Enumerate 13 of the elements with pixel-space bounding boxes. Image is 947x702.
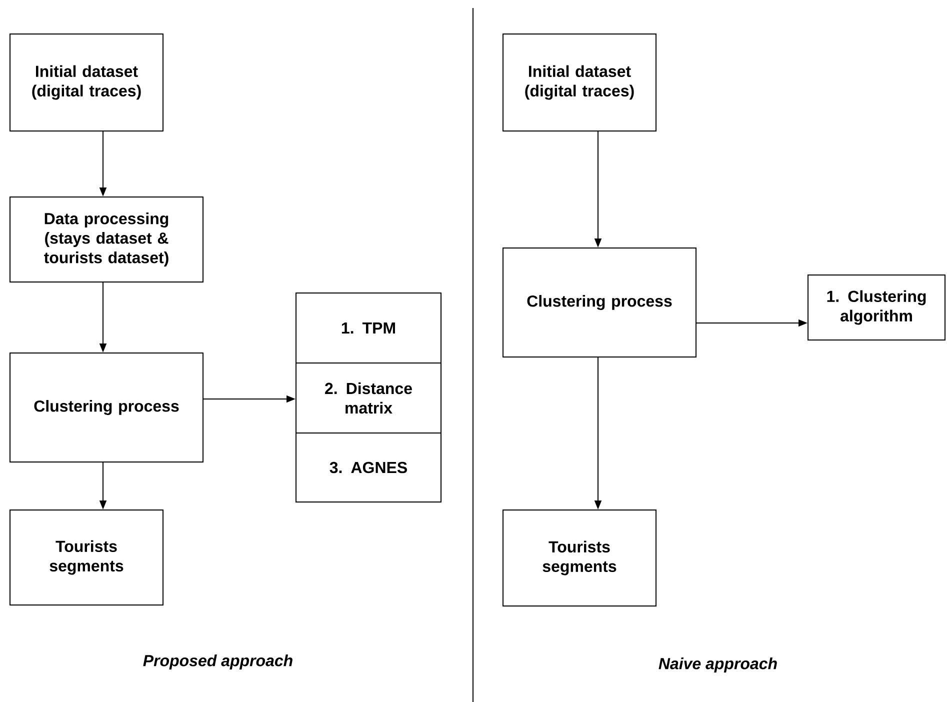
process-box: 2. Distance matrix [296, 362, 442, 434]
process-box: 1. Clustering algorithm [808, 274, 946, 340]
caption-text: Proposed approach [143, 654, 292, 670]
caption-text: Naive approach [658, 658, 777, 672]
process-box: Initial dataset (digital traces) [10, 34, 164, 132]
process-box: Tourists segments [502, 510, 656, 606]
process-box: Clustering process [502, 248, 696, 358]
process-box: Initial dataset (digital traces) [502, 34, 656, 132]
process-box: Tourists segments [10, 510, 164, 606]
process-box: 3. AGNES [296, 432, 442, 502]
process-box: Data processing (stays dataset & tourists dataset) [10, 196, 204, 282]
process-box: 1. TPM [296, 292, 442, 364]
process-box: Clustering process [10, 352, 204, 462]
